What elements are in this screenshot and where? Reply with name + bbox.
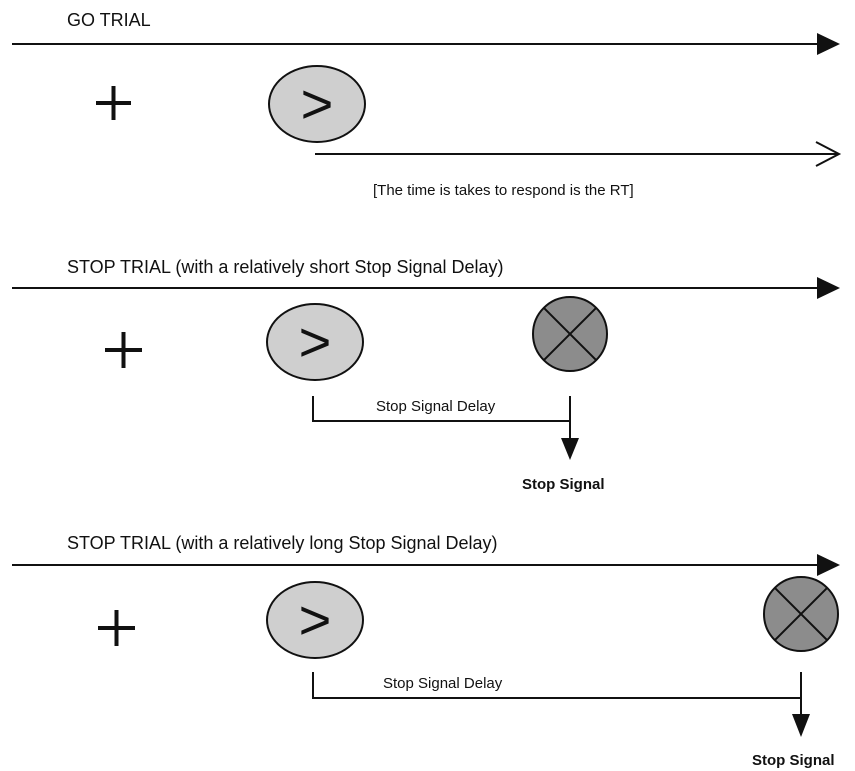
go-signal-icon: >	[266, 303, 364, 381]
stop-signal-icon	[763, 576, 839, 652]
stop-signal-icon	[532, 296, 608, 372]
stop-signal-label: Stop Signal	[522, 476, 605, 493]
response-time-note: [The time is takes to respond is the RT]	[373, 182, 634, 199]
stop-signal-pointer	[792, 714, 810, 737]
stop-trial-long-title: STOP TRIAL (with a relatively long Stop …	[67, 533, 498, 553]
go-glyph: >	[299, 310, 332, 373]
stop-trial-short-panel: STOP TRIAL (with a relatively short Stop…	[12, 257, 840, 493]
stop-signal-delay-bracket	[312, 396, 579, 460]
go-glyph: >	[299, 588, 332, 651]
stop-signal-pointer	[561, 438, 579, 460]
stop-signal-delay-bracket	[312, 672, 810, 737]
go-trial-title: GO TRIAL	[67, 10, 151, 30]
timeline-arrow	[12, 277, 840, 299]
plus-icon	[96, 86, 131, 120]
go-glyph: >	[301, 72, 334, 135]
stop-trial-short-title: STOP TRIAL (with a relatively short Stop…	[67, 257, 504, 277]
response-time-arrow	[315, 141, 842, 167]
go-signal-icon: >	[266, 581, 364, 659]
stop-signal-delay-label: Stop Signal Delay	[376, 398, 496, 415]
plus-icon	[105, 332, 142, 368]
go-trial-panel: GO TRIAL > [The time is takes to respond…	[12, 10, 842, 199]
stop-signal-label: Stop Signal	[752, 752, 835, 769]
stop-trial-long-panel: STOP TRIAL (with a relatively long Stop …	[12, 533, 840, 769]
plus-icon	[98, 610, 135, 646]
timeline-arrow	[12, 33, 840, 55]
go-signal-icon: >	[268, 65, 366, 143]
stop-signal-delay-label: Stop Signal Delay	[383, 675, 503, 692]
timeline-arrow	[12, 554, 840, 576]
